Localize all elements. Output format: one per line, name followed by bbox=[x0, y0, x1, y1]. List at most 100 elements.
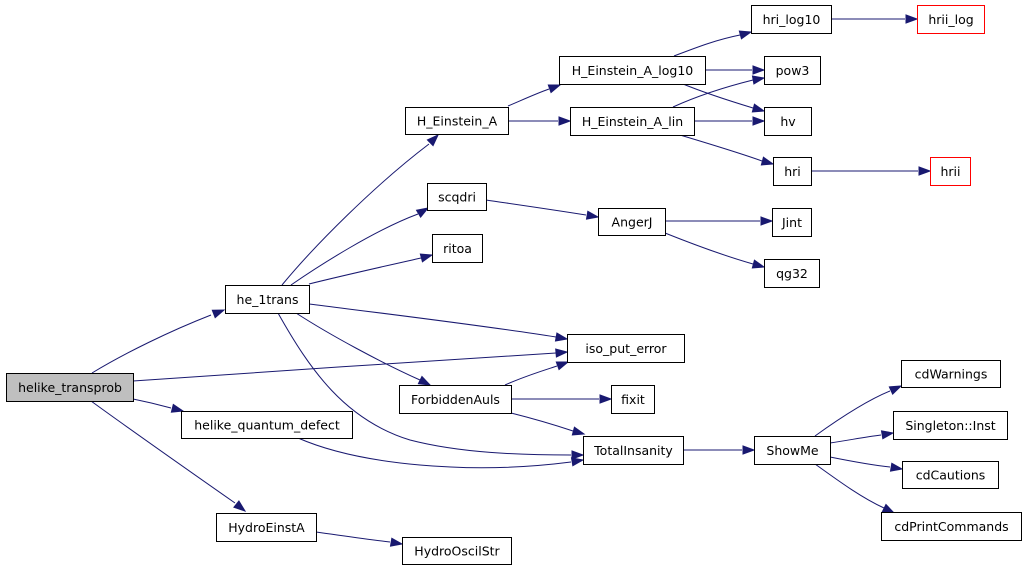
edge-he_1trans-to-iso_put_error bbox=[308, 303, 569, 342]
edge-H_Einstein_A_lin-to-hri bbox=[679, 134, 775, 166]
edge-line bbox=[829, 456, 891, 468]
edge-arrowhead bbox=[881, 503, 896, 514]
node-h-einstein-a-log10[interactable]: H_Einstein_A_log10 bbox=[559, 56, 706, 85]
node-label: fixit bbox=[621, 392, 645, 407]
node-pow3[interactable]: pow3 bbox=[764, 56, 821, 85]
edge-arrowhead bbox=[599, 394, 613, 404]
edge-arrowhead bbox=[211, 309, 226, 319]
edge-line bbox=[132, 352, 557, 382]
node-h-einstein-a[interactable]: H_Einstein_A bbox=[405, 107, 509, 135]
edge-arrowhead bbox=[905, 14, 919, 24]
edge-arrowhead bbox=[419, 253, 434, 263]
edge-helike_transprob-to-iso_put_error bbox=[132, 348, 569, 382]
edge-line bbox=[308, 257, 422, 285]
node-scqdri[interactable]: scqdri bbox=[427, 183, 487, 211]
edge-hri-to-hrii bbox=[811, 166, 932, 176]
edge-arrowhead bbox=[738, 30, 753, 40]
node-hydroeinsta[interactable]: HydroEinstA bbox=[216, 513, 317, 542]
edge-H_Einstein_A_log10-to-pow3 bbox=[705, 65, 766, 75]
node-box bbox=[764, 259, 820, 288]
node-hrii[interactable]: hrii bbox=[930, 157, 971, 186]
edge-arrowhead bbox=[554, 332, 569, 342]
node-label: H_Einstein_A_log10 bbox=[572, 63, 694, 78]
node-fixit[interactable]: fixit bbox=[611, 385, 655, 414]
edge-arrowhead bbox=[417, 375, 432, 386]
node-label: AngerJ bbox=[612, 215, 653, 230]
node-ritoa[interactable]: ritoa bbox=[432, 234, 483, 263]
node-label: H_Einstein_A bbox=[417, 114, 498, 129]
node-cdcautions[interactable]: cdCautions bbox=[902, 461, 999, 489]
node-hv[interactable]: hv bbox=[764, 107, 812, 136]
edge-arrowhead bbox=[888, 385, 903, 396]
edge-H_Einstein_A_log10-to-hv bbox=[682, 83, 766, 113]
node-box bbox=[181, 411, 353, 439]
node-singleton-inst[interactable]: Singleton::Inst bbox=[893, 411, 1008, 440]
node-hri-log10[interactable]: hri_log10 bbox=[751, 5, 832, 34]
node-hrii-log[interactable]: hrii_log bbox=[917, 5, 985, 34]
node-hydrooscilstr[interactable]: HydroOscilStr bbox=[402, 537, 512, 565]
node-box bbox=[559, 56, 706, 85]
node-box bbox=[611, 385, 655, 414]
node-box bbox=[773, 157, 812, 186]
node-iso-put-error[interactable]: iso_put_error bbox=[567, 334, 685, 363]
edge-line bbox=[504, 365, 558, 386]
node-he-1trans[interactable]: he_1trans bbox=[225, 285, 310, 314]
node-hri[interactable]: hri bbox=[773, 157, 812, 186]
node-label: pow3 bbox=[776, 63, 810, 78]
node-box bbox=[405, 107, 509, 135]
edge-arrowhead bbox=[555, 348, 569, 358]
edge-line bbox=[673, 34, 741, 57]
node-cdwarnings[interactable]: cdWarnings bbox=[901, 360, 1001, 388]
node-label: hv bbox=[780, 114, 796, 129]
node-helike-quantum-defect[interactable]: helike_quantum_defect bbox=[181, 411, 353, 439]
node-label: Singleton::Inst bbox=[905, 418, 995, 433]
node-label: helike_quantum_defect bbox=[194, 418, 340, 433]
node-label: HydroOscilStr bbox=[414, 544, 500, 559]
edge-H_Einstein_A-to-H_Einstein_A_log10 bbox=[507, 84, 562, 107]
edge-ForbiddenAuls-to-TotalInsanity bbox=[510, 412, 586, 436]
node-helike-transprob: helike_transprob bbox=[6, 373, 134, 402]
node-label: ritoa bbox=[443, 241, 472, 256]
edges-layer bbox=[90, 14, 932, 547]
node-forbiddenauls[interactable]: ForbiddenAuls bbox=[399, 385, 512, 414]
node-label: hri_log10 bbox=[763, 12, 821, 27]
edge-arrowhead bbox=[170, 403, 185, 413]
node-qg32[interactable]: qg32 bbox=[764, 259, 820, 288]
edge-line bbox=[679, 134, 763, 162]
node-box bbox=[893, 411, 1008, 440]
edge-line bbox=[682, 83, 754, 109]
edge-line bbox=[829, 434, 882, 444]
node-box bbox=[751, 5, 832, 34]
edge-line bbox=[90, 400, 236, 504]
node-showme[interactable]: ShowMe bbox=[754, 436, 831, 465]
edge-ShowMe-to-cdWarnings bbox=[814, 385, 903, 437]
edge-arrowhead bbox=[751, 75, 766, 85]
edge-helike_transprob-to-helike_quantum_defect bbox=[132, 398, 185, 413]
edge-arrowhead bbox=[426, 133, 440, 147]
node-box bbox=[6, 373, 134, 402]
edge-arrowhead bbox=[760, 156, 775, 166]
node-box bbox=[764, 107, 812, 136]
node-box bbox=[216, 513, 317, 542]
edge-ShowMe-to-cdCautions bbox=[829, 456, 904, 472]
edge-AngerJ-to-Jint bbox=[665, 216, 774, 226]
node-label: TotalInsanity bbox=[593, 443, 673, 458]
edge-line bbox=[308, 303, 557, 338]
node-label: Jint bbox=[781, 215, 802, 230]
node-h-einstein-a-lin[interactable]: H_Einstein_A_lin bbox=[570, 107, 695, 136]
edge-ForbiddenAuls-to-fixit bbox=[511, 394, 613, 404]
node-box bbox=[881, 512, 1022, 541]
node-totalinsanity[interactable]: TotalInsanity bbox=[583, 436, 684, 465]
node-box bbox=[225, 285, 310, 314]
node-box bbox=[902, 461, 999, 489]
node-box bbox=[598, 208, 666, 236]
node-label: cdCautions bbox=[916, 468, 986, 483]
node-cdprintcommands[interactable]: cdPrintCommands bbox=[881, 512, 1022, 541]
node-label: H_Einstein_A_lin bbox=[582, 114, 683, 129]
node-angerj[interactable]: AngerJ bbox=[598, 208, 666, 236]
edge-line bbox=[295, 312, 421, 381]
edge-helike_quantum_defect-to-TotalInsanity bbox=[297, 437, 585, 469]
node-jint[interactable]: Jint bbox=[772, 208, 812, 237]
edge-ForbiddenAuls-to-iso_put_error bbox=[504, 361, 570, 386]
